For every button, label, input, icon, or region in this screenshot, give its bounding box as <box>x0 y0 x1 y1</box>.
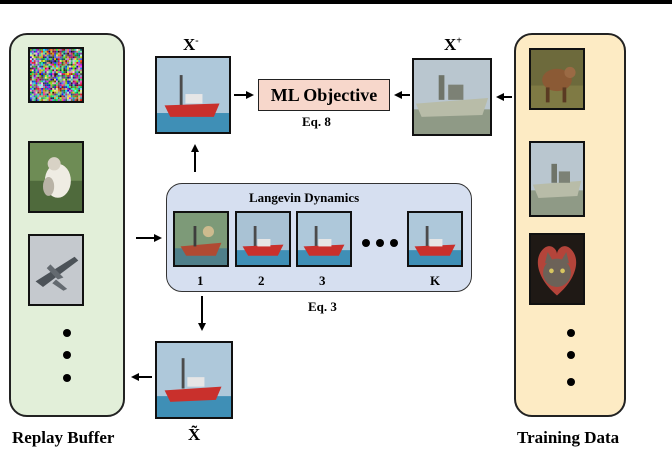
vertical-ellipsis-icon <box>63 374 71 382</box>
vertical-ellipsis-icon <box>567 351 575 359</box>
x-tilde-label: X̃ <box>188 425 201 444</box>
langevin-step-k-image <box>407 211 463 267</box>
vertical-ellipsis-icon <box>63 351 71 359</box>
eq8-label: Eq. 8 <box>302 114 331 129</box>
vertical-ellipsis-icon <box>63 329 71 337</box>
airplane-image <box>28 234 84 306</box>
langevin-step-1-image <box>173 211 229 267</box>
step-label: 1 <box>197 273 204 288</box>
bird-image <box>28 141 84 213</box>
ml-objective-box: ML Objective <box>258 79 390 111</box>
x-tilde-image <box>155 341 233 419</box>
replay-buffer-label: Replay Buffer <box>12 428 115 447</box>
x-plus-label: X+ <box>444 35 462 54</box>
vertical-ellipsis-icon <box>567 329 575 337</box>
x-plus-image <box>412 58 492 136</box>
ellipsis-icon <box>362 239 370 247</box>
top-rule <box>0 0 672 4</box>
training-data-label: Training Data <box>517 428 620 447</box>
noise-image <box>28 47 84 103</box>
langevin-title: Langevin Dynamics <box>249 190 360 205</box>
langevin-step-3-image <box>296 211 352 267</box>
eq3-label: Eq. 3 <box>308 299 337 314</box>
x-minus-label: X- <box>183 35 199 54</box>
step-label: 2 <box>258 273 265 288</box>
ellipsis-icon <box>376 239 384 247</box>
ellipsis-icon <box>390 239 398 247</box>
cat-image <box>529 233 585 305</box>
ship-training-image <box>529 141 585 217</box>
x-minus-image <box>155 56 231 134</box>
step-label: 3 <box>319 273 326 288</box>
vertical-ellipsis-icon <box>567 378 575 386</box>
langevin-step-2-image <box>235 211 291 267</box>
deer-image <box>529 48 585 110</box>
step-label: K <box>430 273 441 288</box>
